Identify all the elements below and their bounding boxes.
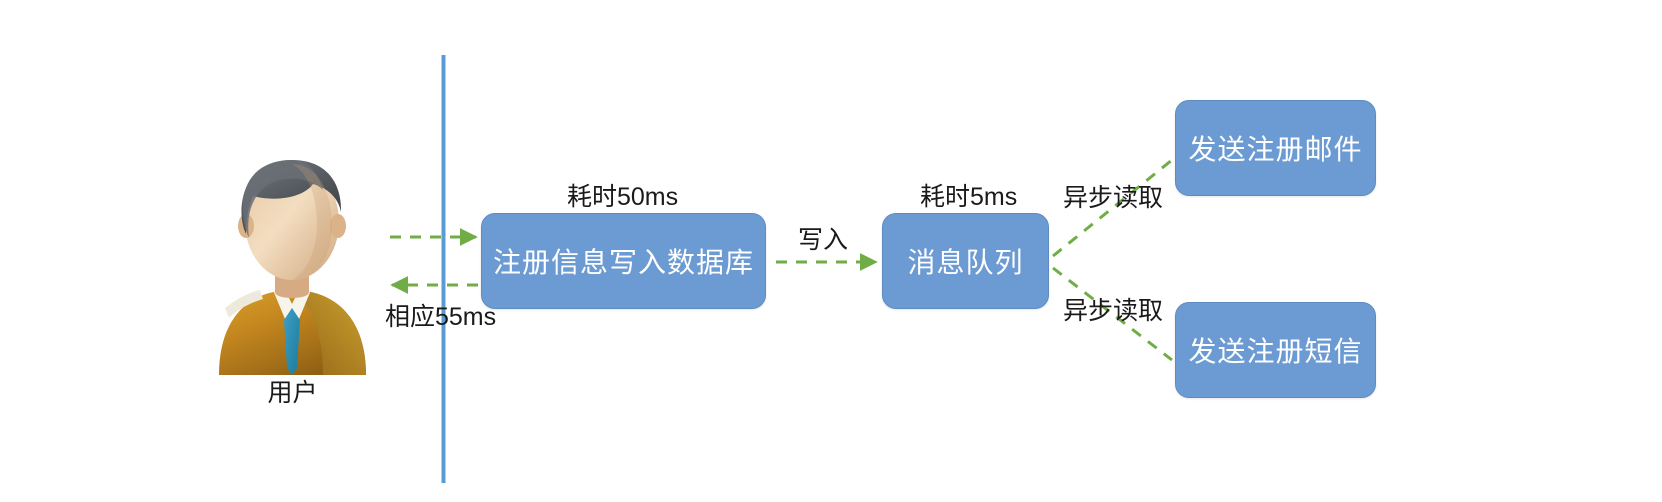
caption-db-latency: 耗时50ms xyxy=(567,183,679,211)
edge-label-async-read-email: 异步读取 xyxy=(1063,184,1164,212)
edge-label-response: 相应55ms xyxy=(385,303,497,331)
user-avatar-icon xyxy=(219,160,366,375)
node-write-registration-to-db[interactable]: 注册信息写入数据库 xyxy=(481,213,766,309)
node-send-registration-sms[interactable]: 发送注册短信 xyxy=(1175,302,1376,398)
user-actor-label: 用户 xyxy=(267,379,318,407)
node-send-registration-email[interactable]: 发送注册邮件 xyxy=(1175,100,1376,196)
caption-mq-latency: 耗时5ms xyxy=(920,183,1018,211)
edge-label-write: 写入 xyxy=(798,226,849,254)
node-message-queue[interactable]: 消息队列 xyxy=(882,213,1049,309)
edge-label-async-read-sms: 异步读取 xyxy=(1063,297,1164,325)
user-actor: 用户 xyxy=(205,140,380,415)
